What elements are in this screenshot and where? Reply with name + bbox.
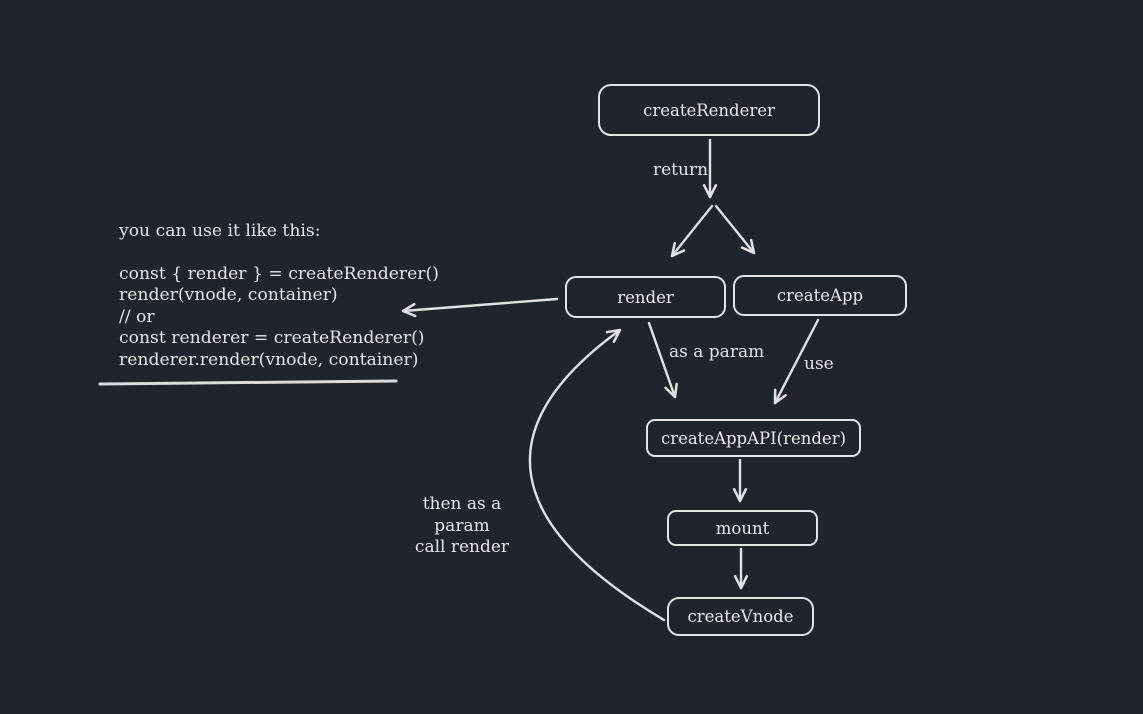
node-create-renderer: createRenderer [598, 84, 820, 136]
note-code-line-3: // or [119, 306, 155, 327]
note-code-line-1: const { render } = createRenderer() [119, 263, 439, 284]
node-create-renderer-label: createRenderer [643, 100, 775, 120]
node-render-label: render [617, 287, 674, 307]
edge-label-use: use [804, 354, 834, 374]
arrow-createapp-to-createappapi [773, 318, 820, 405]
edge-label-as-a-param: as a param [669, 342, 765, 362]
note-intro: you can use it like this: [119, 221, 321, 241]
edge-label-loop-line2: call render [414, 537, 510, 557]
note-underline [98, 379, 398, 386]
note-code-line-4: const renderer = createRenderer() [119, 328, 425, 348]
arrow-split-left-to-render [670, 204, 714, 258]
node-create-vnode: createVnode [667, 597, 814, 636]
node-create-app-label: createApp [776, 286, 864, 305]
arrow-render-to-usage-note [401, 297, 559, 318]
node-mount: mount [667, 510, 818, 546]
node-create-app-api-label: createAppAPI(render) [660, 428, 847, 448]
edge-label-loop: then as a param call render [396, 494, 528, 559]
usage-note: you can use it like this: const { render… [119, 221, 439, 371]
node-create-app-api: createAppAPI(render) [646, 419, 861, 457]
note-code-line-2: render(vnode, container) [119, 285, 338, 305]
arrow-render-to-createappapi [647, 321, 678, 399]
note-code-line-5: renderer.render(vnode, container) [119, 349, 419, 370]
node-create-vnode-label: createVnode [687, 607, 794, 626]
node-render: render [565, 276, 726, 318]
arrow-loop-createvnode-to-render [528, 328, 666, 622]
edge-label-loop-line1: then as a param [422, 494, 502, 536]
node-create-app: createApp [733, 275, 907, 316]
node-mount-label: mount [715, 518, 770, 538]
edge-label-return: return [653, 160, 709, 180]
arrow-split-right-to-createapp [714, 204, 756, 255]
